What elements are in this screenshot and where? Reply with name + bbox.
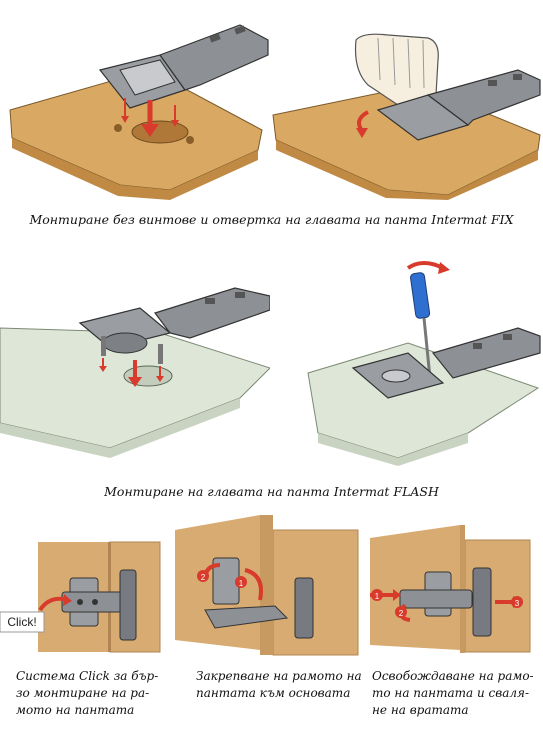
- svg-text:3: 3: [515, 599, 520, 608]
- caption-line: зо монтиране на ра-: [16, 686, 150, 700]
- caption-line: не на вратата: [372, 703, 469, 717]
- hinge-cup: [119, 569, 137, 641]
- flash-illustration-right: [307, 261, 541, 466]
- caption-line: Закрепване на рамото на: [196, 669, 362, 683]
- cabinet-side: [370, 525, 460, 650]
- svg-text:2: 2: [201, 573, 206, 582]
- hinge-cup-hole: [123, 365, 173, 387]
- hinge-arm: [399, 589, 473, 609]
- hinge-cup-hole: [131, 120, 189, 144]
- caption-fix: Монтиране без винтове и отвертка на глав…: [29, 212, 514, 227]
- click-label-box: [0, 611, 45, 633]
- hinge-arm: [159, 24, 269, 91]
- caption-click-system: Система Click за бър- зо монтиране на ра…: [16, 668, 181, 719]
- hand-icon: [354, 33, 439, 107]
- screwdriver-icon: [410, 272, 432, 379]
- step-badge: 1: [371, 589, 383, 601]
- release-arm-illustration: 1 2 3: [370, 525, 531, 653]
- caption-line: пантата към основата: [196, 686, 351, 700]
- hinge-cup: [472, 567, 492, 637]
- caption-line: Система Click за бър-: [16, 669, 159, 683]
- click-illustration: Click!: [0, 541, 161, 653]
- step-badge: 3: [511, 596, 523, 608]
- svg-text:1: 1: [239, 579, 244, 588]
- step-badge: 1: [235, 576, 247, 588]
- door-panel: [272, 529, 359, 656]
- fix-illustration-right: [272, 33, 541, 200]
- down-arrow-icon: [99, 358, 164, 387]
- caption-release-arm: Освобождаване на рамо- то на пантата и с…: [372, 668, 542, 719]
- fix-illustration-left: [9, 24, 269, 200]
- flash-illustration-left: [0, 287, 270, 458]
- svg-text:2: 2: [399, 609, 404, 618]
- caption-line: мото на пантата: [16, 703, 135, 717]
- step-badge: 2: [395, 606, 407, 618]
- hinge-arm: [204, 605, 289, 629]
- hinge-arm: [426, 69, 541, 126]
- caption-line: то на пантата и сваля-: [372, 686, 530, 700]
- caption-attach-arm: Закрепване на рамото на пантата към осно…: [196, 668, 366, 702]
- caption-line: Освобождаване на рамо-: [372, 669, 534, 683]
- step-badge: 2: [197, 570, 209, 582]
- click-label: Click!: [7, 615, 36, 629]
- step-arrow-icon: [244, 568, 263, 601]
- attach-arm-illustration: 2 1: [175, 515, 359, 656]
- hinge-arm: [431, 327, 541, 379]
- svg-text:1: 1: [375, 592, 380, 601]
- rotate-arrow-icon: [406, 261, 444, 270]
- caption-flash: Монтиране на главата на панта Intermat F…: [104, 484, 439, 499]
- hinge-cup: [294, 577, 314, 639]
- hinge-arm: [154, 287, 270, 339]
- down-arrow-icon: [121, 98, 179, 137]
